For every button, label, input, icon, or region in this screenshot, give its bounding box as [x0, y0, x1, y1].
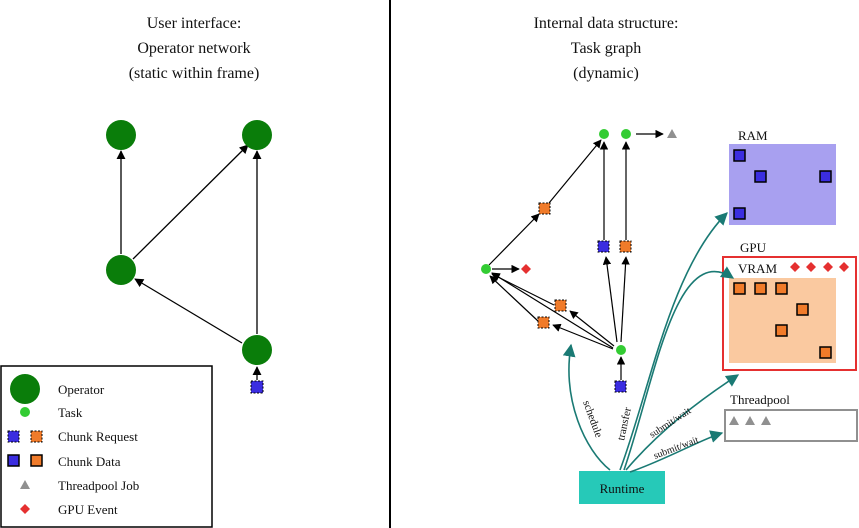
legend-chunk-request-orange-icon — [30, 430, 43, 443]
legend-gpu-diamond-icon — [20, 504, 30, 514]
vram-label: VRAM — [738, 261, 777, 276]
gpu-event-diamond-1 — [790, 262, 800, 272]
legend-chunk-request-label: Chunk Request — [58, 429, 138, 444]
arrow-submit-gpu — [625, 374, 740, 471]
edge-task-bottom-to-orange-low1 — [569, 310, 615, 347]
runtime-label: Runtime — [600, 481, 645, 496]
vram-chunk-4 — [796, 303, 809, 316]
left-title-line-1: User interface: — [147, 15, 242, 32]
ram-block: RAM — [729, 128, 836, 225]
chunk-request-orange-low2 — [537, 316, 550, 329]
right-title-line-1: Internal data structure: — [534, 15, 679, 32]
chunk-request-orange-mid — [619, 240, 632, 253]
operator-node-topleft — [106, 120, 136, 150]
operator-nodes — [106, 120, 272, 394]
submit-wait-label-2: submit/wait — [652, 435, 700, 462]
threadpool-job-3 — [761, 416, 771, 425]
legend-chunk-data-label: Chunk Data — [58, 454, 121, 469]
ram-chunk-2 — [754, 170, 767, 183]
arrow-transfer-vram — [623, 266, 735, 471]
ram-chunk-4 — [733, 207, 746, 220]
threadpool-job-triangle — [667, 129, 677, 138]
ram-chunk-3 — [819, 170, 832, 183]
right-title: Internal data structure: Task graph (dyn… — [534, 15, 679, 82]
edge-task-bottom-to-task-left — [491, 272, 614, 349]
threadpool-job-1 — [729, 416, 739, 425]
edge-task-bottom-to-blue-mid — [602, 256, 618, 343]
threadpool-job-2 — [745, 416, 755, 425]
arrow-submit-threadpool — [629, 430, 724, 473]
legend-operator-label: Operator — [58, 382, 105, 397]
legend-task-label: Task — [58, 405, 83, 420]
task-graph-edges — [488, 129, 664, 380]
vram-chunk-3 — [775, 282, 788, 295]
threadpool-area — [724, 409, 858, 442]
edge-orange-upper-to-task-top — [548, 139, 602, 204]
operator-node-topright — [242, 120, 272, 150]
legend-gpu-event-label: GPU Event — [58, 502, 118, 517]
chunk-request-blue — [250, 380, 264, 394]
operator-node-mid — [106, 255, 136, 285]
operator-edges — [116, 144, 262, 380]
legend-task-icon — [20, 407, 30, 417]
left-title: User interface: Operator network (static… — [129, 15, 260, 82]
chunk-request-blue-low — [614, 380, 627, 393]
task-node-left — [481, 264, 491, 274]
chunk-request-blue-mid — [597, 240, 610, 253]
edge-task-bottom-to-orange-low2 — [552, 323, 614, 350]
ram-chunk-1 — [733, 149, 746, 162]
task-node-bottom — [616, 345, 626, 355]
legend-operator-icon — [10, 374, 40, 404]
arrow-schedule — [562, 343, 611, 471]
threadpool-label: Threadpool — [730, 392, 790, 407]
vram-chunk-2 — [754, 282, 767, 295]
task-node-top — [599, 129, 609, 139]
vram-chunk-6 — [819, 346, 832, 359]
schedule-label: schedule — [580, 399, 604, 439]
gpu-event-diamond — [521, 264, 531, 274]
gpu-event-diamond-2 — [806, 262, 816, 272]
operator-node-bottom — [242, 335, 272, 365]
gpu-block: GPU VRAM — [722, 240, 857, 371]
legend-chunk-data-blue-icon — [7, 454, 20, 467]
chunk-request-orange-upper — [538, 202, 551, 215]
edge-op-bottom-to-mid — [134, 278, 243, 344]
right-title-line-3: (dynamic) — [573, 65, 639, 82]
legend: Operator Task Chunk Request Chunk Data T… — [0, 365, 213, 528]
chunk-request-orange-low1 — [554, 299, 567, 312]
ram-label: RAM — [738, 128, 768, 143]
legend-chunk-data-orange-icon — [30, 454, 43, 467]
right-title-line-2: Task graph — [571, 40, 641, 57]
ram-area — [729, 144, 836, 225]
legend-threadpool-label: Threadpool Job — [58, 478, 139, 493]
task-graph-nodes — [481, 129, 677, 393]
edge-task-left-to-orange-upper — [488, 213, 540, 266]
arrow-transfer-ram — [619, 212, 728, 471]
runtime-block: Runtime — [579, 471, 665, 504]
threadpool-block: Threadpool — [724, 392, 858, 442]
edge-task-bottom-to-orange-mid — [620, 256, 630, 343]
vram-chunk-1 — [733, 282, 746, 295]
left-title-line-3: (static within frame) — [129, 65, 260, 82]
runtime-arrows — [562, 212, 740, 473]
edge-orange-low2-to-task-left — [489, 275, 539, 322]
legend-chunk-request-blue-icon — [7, 430, 20, 443]
submit-wait-label-1: submit/wait — [648, 405, 694, 440]
gpu-label: GPU — [740, 240, 767, 255]
edge-op-mid-to-topright — [132, 144, 249, 260]
vram-chunk-5 — [775, 324, 788, 337]
task-node-top2 — [621, 129, 631, 139]
left-title-line-2: Operator network — [137, 40, 250, 57]
legend-threadpool-triangle-icon — [20, 480, 30, 489]
runtime-box — [579, 471, 665, 504]
gpu-event-diamond-3 — [823, 262, 833, 272]
gpu-event-diamond-4 — [839, 262, 849, 272]
